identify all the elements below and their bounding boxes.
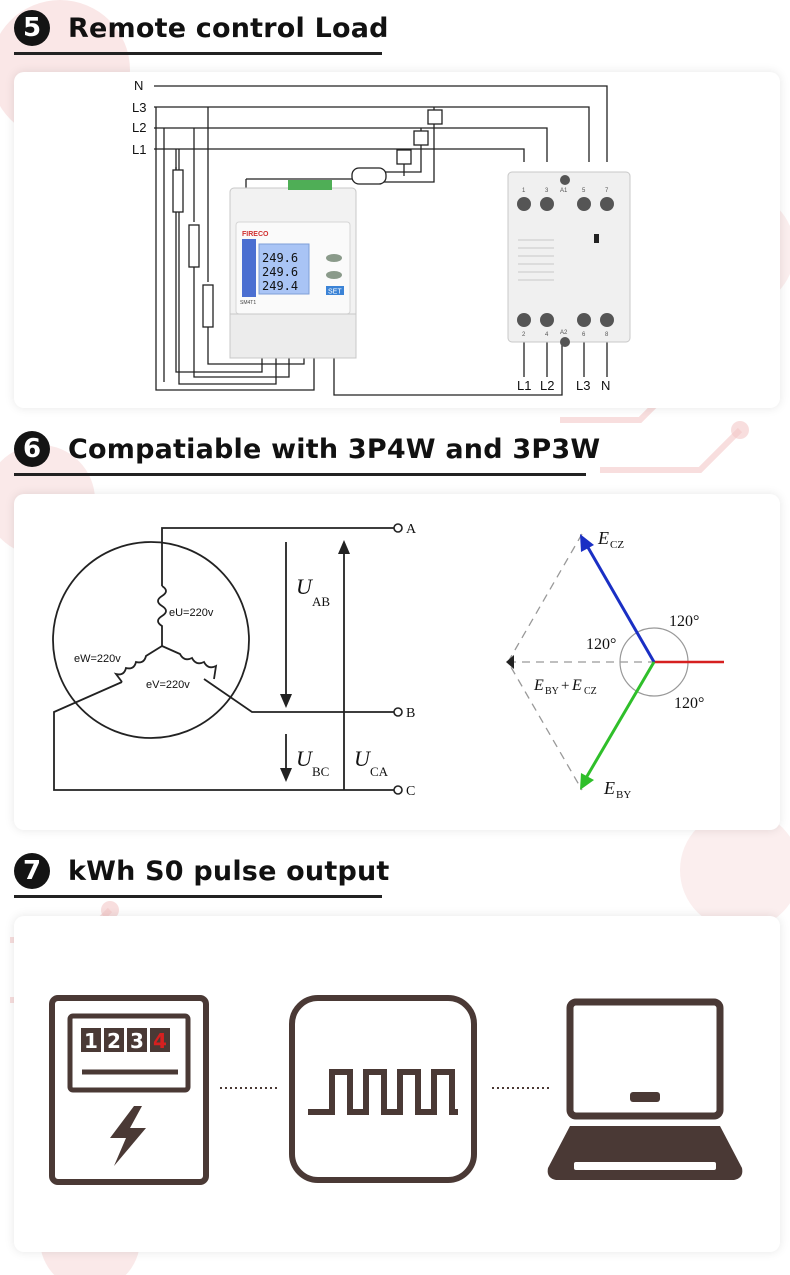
counter-digits: 1 2 3 4 <box>81 1028 170 1053</box>
pulse-signal-icon <box>289 995 477 1183</box>
section-number-badge: 6 <box>14 431 50 467</box>
terminal-label-b: B <box>406 706 415 721</box>
title-underline <box>14 895 382 898</box>
phase-label-w: eW=220v <box>74 653 121 665</box>
voltage-label-bc-sub: BC <box>312 764 329 779</box>
counter-digit: 3 <box>130 1029 144 1053</box>
sum-label-op: + <box>561 678 569 694</box>
star-connection-diagram: A B C eU=220v eW=220v eV=220v U AB U BC … <box>52 522 417 799</box>
meter-brand: FIRECO <box>242 231 269 238</box>
angle-label-bottom: 120° <box>674 695 704 712</box>
connection-diagram-card: A B C eU=220v eW=220v eV=220v U AB U BC … <box>14 494 780 830</box>
contactor-top-terminal: 5 <box>582 188 586 194</box>
title-underline <box>14 52 382 55</box>
counter-digit: 1 <box>84 1029 98 1053</box>
laptop-icon <box>547 998 743 1180</box>
section-number-badge: 7 <box>14 853 50 889</box>
phase-label-u: eU=220v <box>169 607 214 619</box>
pulse-output-illustration: 1 2 3 4 <box>49 995 743 1185</box>
section-6-header: 6 Compatiable with 3P4W and 3P3W <box>14 426 600 472</box>
section-number-badge: 5 <box>14 10 50 46</box>
section-5-header: 5 Remote control Load <box>14 5 389 51</box>
terminal-label-a: A <box>406 522 417 537</box>
contactor-bottom-terminal: 2 <box>522 332 526 338</box>
sum-label-a: E <box>533 677 544 694</box>
meter-model: SM4T1 <box>240 300 256 306</box>
section-title: Compatiable with 3P4W and 3P3W <box>68 433 601 465</box>
e-cz-label: E <box>597 528 609 548</box>
output-label-l2: L2 <box>540 378 554 393</box>
section-title: Remote control Load <box>68 12 389 44</box>
contactor-bottom-terminal: 4 <box>545 332 549 338</box>
voltage-label-bc: U <box>296 746 314 771</box>
contactor-bottom-terminal: 8 <box>605 332 609 338</box>
contactor: 1 3 A1 5 7 2 4 A2 6 8 <box>507 171 631 347</box>
voltage-label-ca: U <box>354 746 372 771</box>
e-by-label: E <box>603 778 615 798</box>
e-by-sub: BY <box>616 789 631 801</box>
contactor-top-terminal: 7 <box>605 188 609 194</box>
output-label-n: N <box>601 378 610 393</box>
contactor-top-terminal: 1 <box>522 188 526 194</box>
vector-e-cz <box>584 543 656 663</box>
contactor-top-terminal: A1 <box>560 188 568 194</box>
voltage-label-ca-sub: CA <box>370 764 389 779</box>
meter-set-button-label: SET <box>328 289 342 296</box>
sum-label-a-sub: BY <box>545 686 559 697</box>
meter-reading-2: 249.6 <box>262 265 298 279</box>
line-label-n: N <box>134 78 143 93</box>
counter-digit: 2 <box>107 1029 121 1053</box>
voltage-label-ab-sub: AB <box>312 594 330 609</box>
angle-label-left: 120° <box>586 636 616 653</box>
contactor-top-terminal: 3 <box>545 188 549 194</box>
counter-digit-highlighted: 4 <box>153 1029 167 1053</box>
lightning-bolt-icon <box>110 1106 146 1166</box>
energy-meter: FIRECO 249.6 249.6 249.4 SET SM4T1 <box>229 180 357 359</box>
contactor-bottom-terminal: 6 <box>582 332 586 338</box>
output-label-l1: L1 <box>517 378 531 393</box>
meter-reading-3: 249.4 <box>262 279 298 293</box>
sum-label-b-sub: CZ <box>584 686 597 697</box>
angle-label-top: 120° <box>669 613 699 630</box>
phase-label-v: eV=220v <box>146 679 190 691</box>
line-label-l2: L2 <box>132 120 146 135</box>
line-label-l1: L1 <box>132 142 146 157</box>
title-underline <box>14 473 586 476</box>
section-7-header: 7 kWh S0 pulse output <box>14 848 390 894</box>
sum-label-b: E <box>571 677 582 694</box>
contactor-bottom-terminal: A2 <box>560 330 568 336</box>
output-label-l3: L3 <box>576 378 590 393</box>
vector-e-by <box>584 661 656 779</box>
meter-reading-1: 249.6 <box>262 251 298 265</box>
electricity-meter-icon <box>49 995 209 1185</box>
terminal-label-c: C <box>406 784 415 799</box>
e-cz-sub: CZ <box>610 539 624 551</box>
phasor-diagram: E CZ E BY E BY + E CZ 120° 120° 120° <box>506 528 724 801</box>
pulse-output-card: 1 2 3 4 <box>14 916 780 1252</box>
wiring-diagram-card: N L3 L2 L1 <box>14 72 780 408</box>
remote-control-wiring-diagram: N L3 L2 L1 <box>132 78 631 396</box>
section-title: kWh S0 pulse output <box>68 855 390 887</box>
voltage-label-ab: U <box>296 574 314 599</box>
line-label-l3: L3 <box>132 100 146 115</box>
